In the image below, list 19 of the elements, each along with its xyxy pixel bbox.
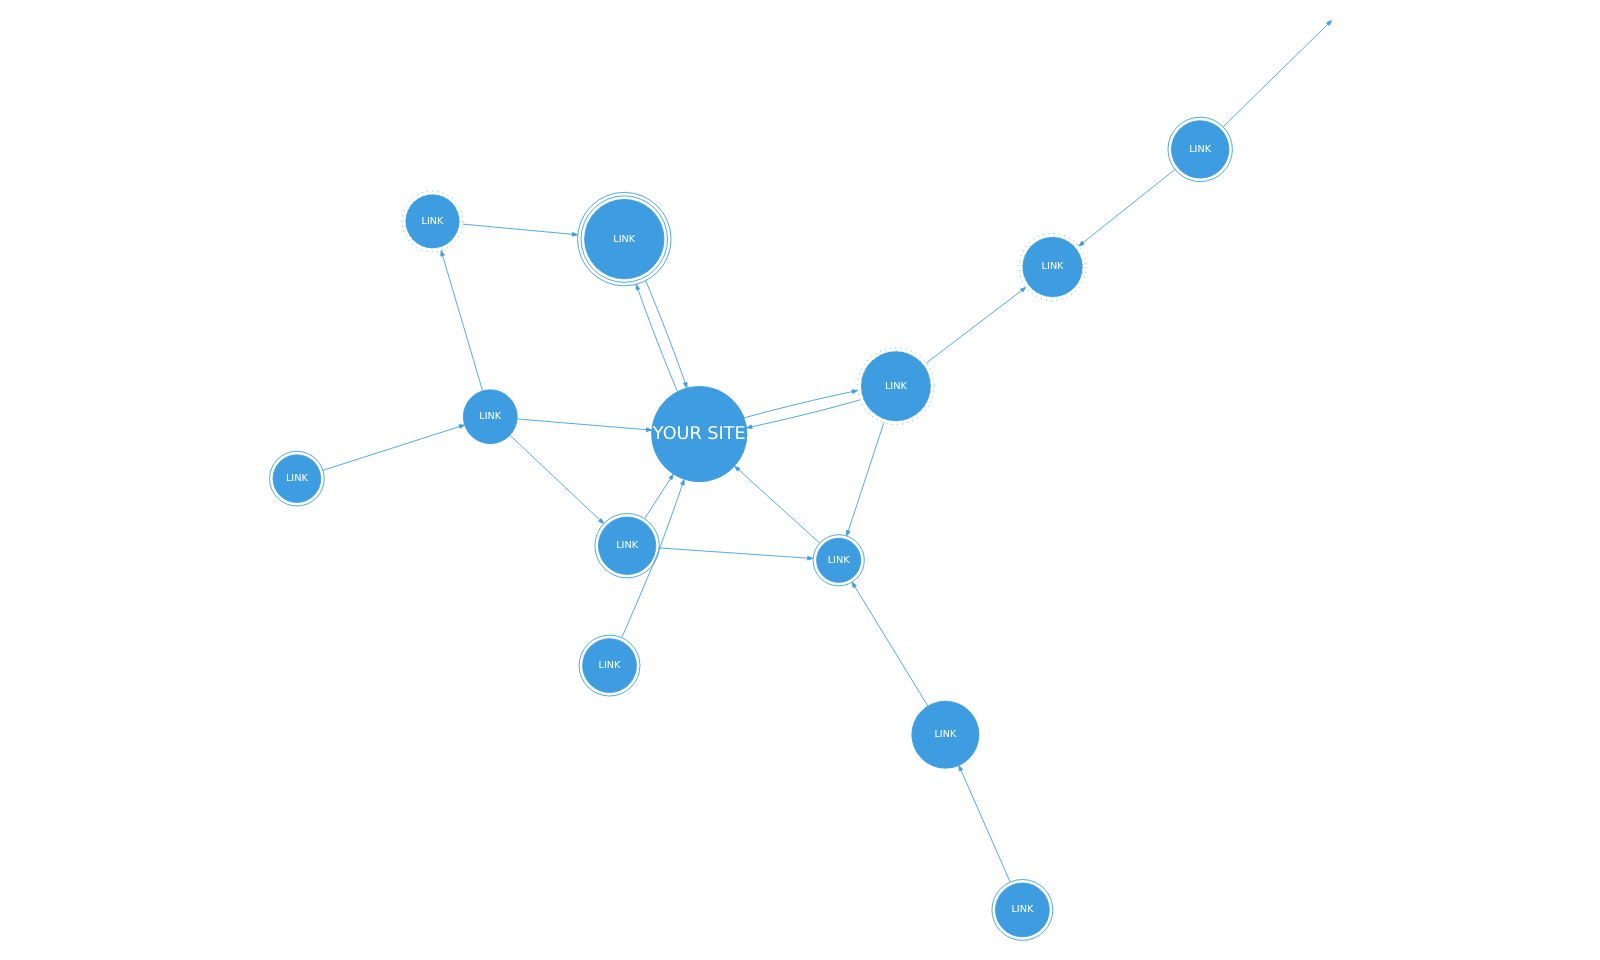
arrow: [742, 389, 857, 419]
arrow: [850, 581, 928, 707]
arrow: [733, 465, 820, 544]
arrow: [644, 280, 687, 389]
arrow: [925, 286, 1026, 364]
arrow: [1077, 169, 1175, 247]
arrow: [643, 473, 673, 519]
arrow: [439, 250, 483, 392]
arrow: [845, 422, 884, 537]
arrow: [657, 547, 813, 561]
arrow: [957, 764, 1010, 883]
arrow: [634, 283, 677, 393]
arrow: [461, 223, 577, 237]
arrow: [515, 418, 652, 432]
arrow: [745, 399, 860, 429]
arrow: [321, 424, 465, 471]
arrow: [508, 434, 604, 525]
arrow: [620, 479, 684, 638]
arrow: [1222, 19, 1332, 127]
